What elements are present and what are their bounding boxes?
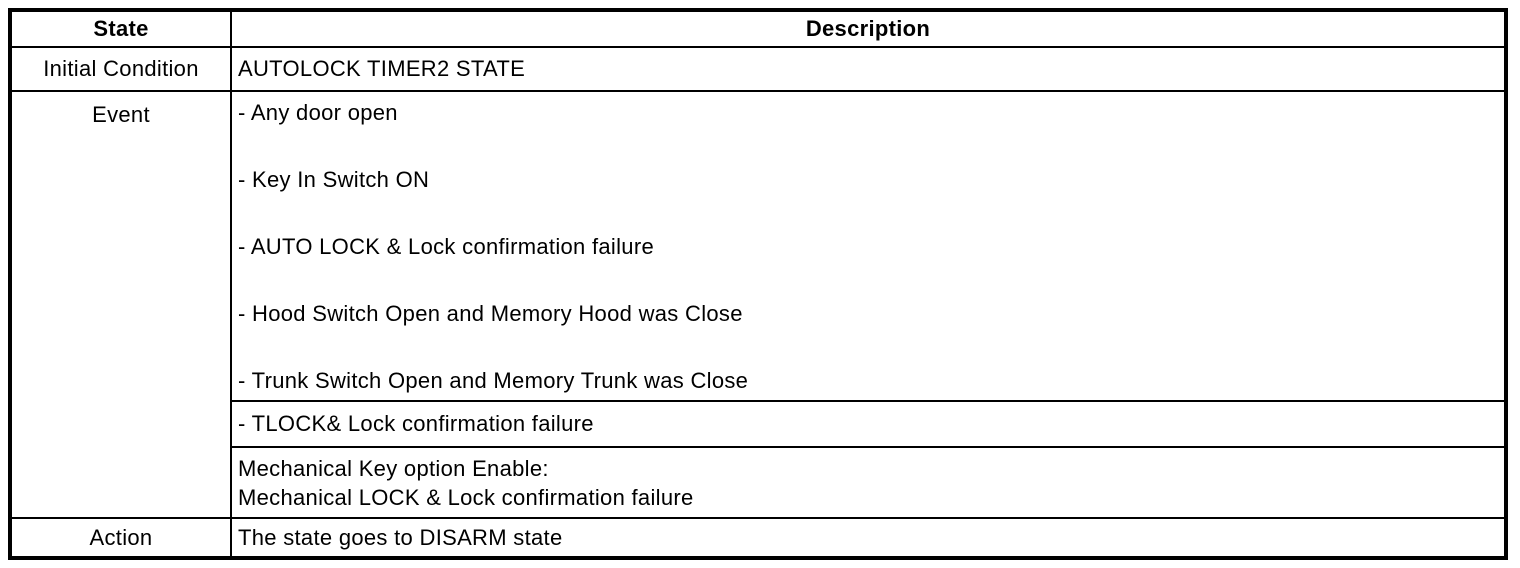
event-label: Event xyxy=(92,102,150,127)
table-row-initial-condition: Initial Condition AUTOLOCK TIMER2 STATE xyxy=(12,46,1504,90)
event-item: - Trunk Switch Open and Memory Trunk was… xyxy=(238,368,749,393)
table-header-row: State Description xyxy=(12,12,1504,46)
header-cell-description: Description xyxy=(230,12,1504,46)
event-item: - Key In Switch ON xyxy=(238,167,430,192)
event-item: - AUTO LOCK & Lock confirmation failure xyxy=(238,234,655,259)
initial-condition-value: AUTOLOCK TIMER2 STATE xyxy=(230,48,1504,90)
mechanical-line-2: Mechanical LOCK & Lock confirmation fail… xyxy=(238,485,694,510)
event-item: - Any door open xyxy=(238,100,398,125)
action-label: Action xyxy=(89,524,153,550)
event-description-column: - Any door open - Key In Switch ON - AUT… xyxy=(230,92,1504,517)
action-value: The state goes to DISARM state xyxy=(230,519,1504,556)
event-mechanical-cell: Mechanical Key option Enable: Mechanical… xyxy=(232,446,1504,517)
initial-condition-label: Initial Condition xyxy=(43,56,199,81)
event-tlock-cell: - TLOCK& Lock confirmation failure xyxy=(232,400,1504,446)
header-cell-state: State xyxy=(93,16,149,41)
table-row-action: Action The state goes to DISARM state xyxy=(12,517,1504,556)
state-description-table: State Description Initial Condition AUTO… xyxy=(8,8,1508,560)
event-item: - Hood Switch Open and Memory Hood was C… xyxy=(238,301,743,326)
table-row-event: Event - Any door open - Key In Switch ON… xyxy=(12,90,1504,517)
mechanical-line-1: Mechanical Key option Enable: xyxy=(238,456,549,481)
event-items-cell: - Any door open - Key In Switch ON - AUT… xyxy=(232,92,1504,400)
